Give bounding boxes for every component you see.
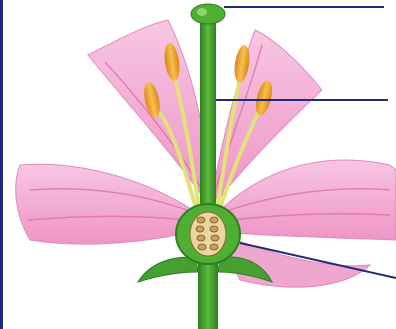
style — [200, 18, 216, 208]
ovary-chamber — [190, 212, 226, 256]
stigma-lobe — [197, 8, 207, 16]
left-border — [0, 0, 3, 329]
stigma — [191, 4, 225, 24]
petal-left — [16, 164, 200, 244]
sepal-left — [138, 257, 198, 282]
